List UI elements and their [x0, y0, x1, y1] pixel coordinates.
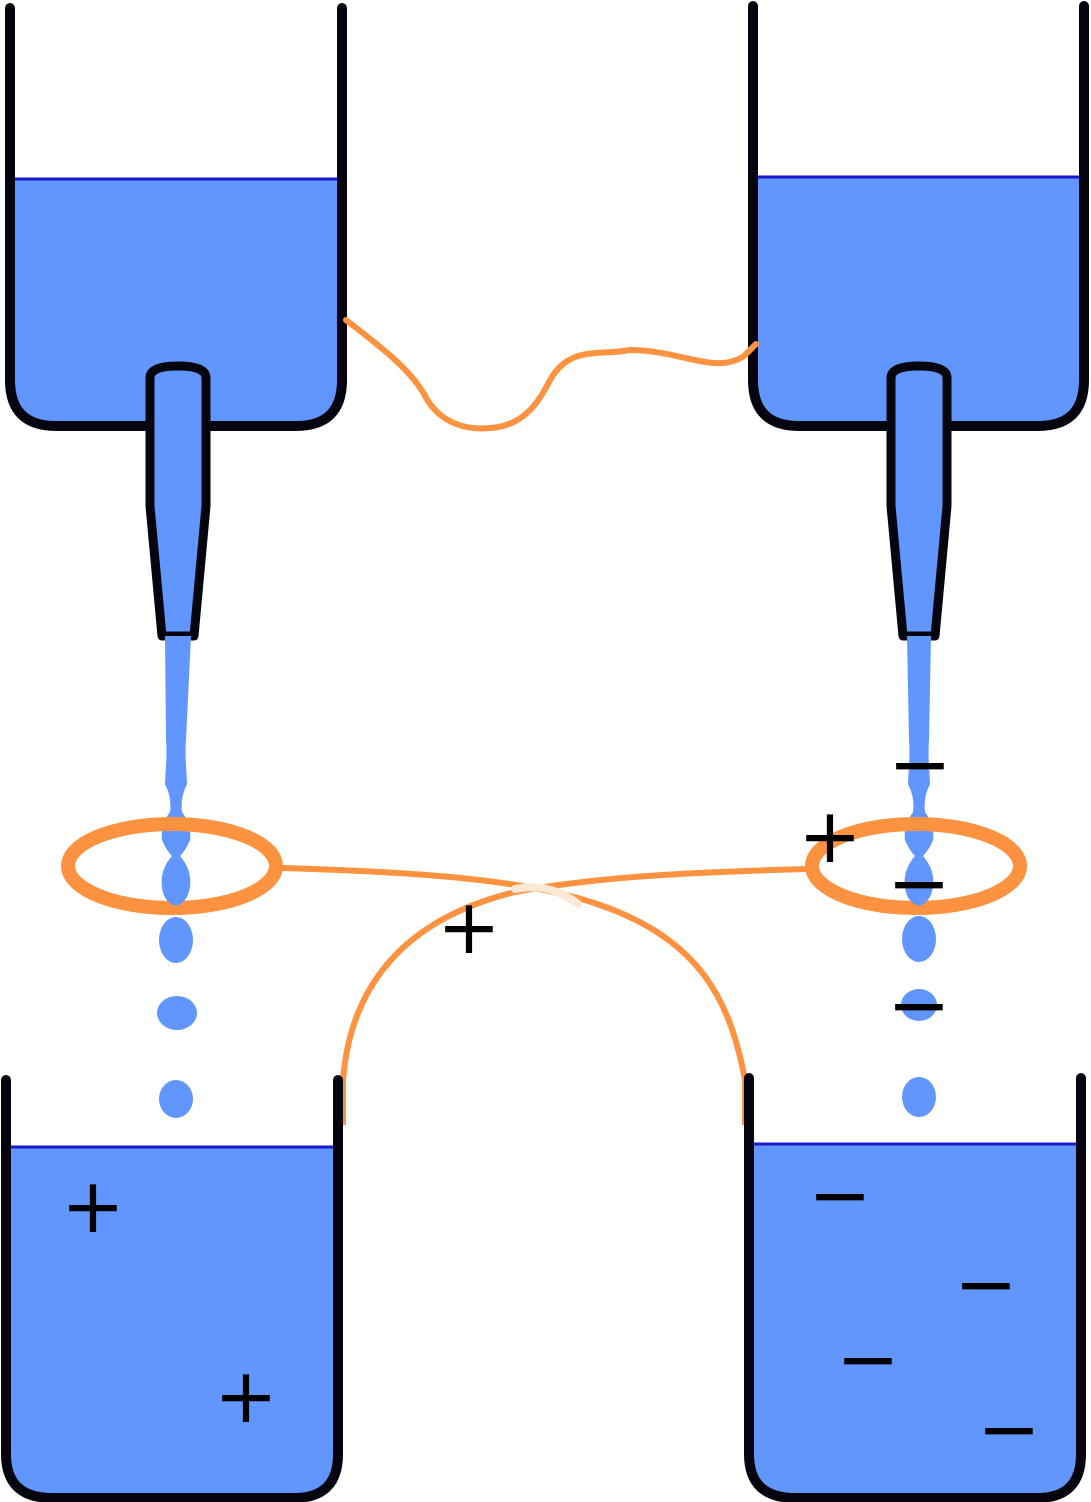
left-water-stream [161, 636, 191, 906]
right-nozzle-tube [886, 361, 952, 641]
positive-charge-mark: + [798, 791, 862, 880]
lower-left-bucket [1, 1075, 343, 1502]
positive-charge-mark: + [214, 1351, 278, 1440]
right-stream-front [904, 856, 934, 906]
droplet [901, 989, 937, 1021]
left-nozzle-tube [145, 361, 211, 641]
positive-charge-mark: + [61, 1161, 125, 1250]
droplet [159, 917, 193, 963]
negative-charge-mark: − [887, 960, 951, 1049]
left-stream-front [161, 856, 191, 906]
positive-charges: + + + + [61, 791, 862, 1440]
positive-charge-mark: + [437, 882, 501, 971]
upper-right-water [755, 176, 1082, 424]
wire-right-ring-to-left-bucket [340, 866, 807, 1125]
lower-right-water [752, 1143, 1078, 1496]
negative-charge-mark: − [888, 719, 952, 808]
left-nozzle [145, 361, 211, 906]
left-droplets [157, 917, 197, 1118]
droplet [157, 996, 197, 1030]
negative-charge-mark: − [887, 838, 951, 927]
left-induction-ring [61, 817, 283, 915]
cross-wires [281, 865, 807, 1125]
negative-charge-mark: − [977, 1384, 1041, 1473]
negative-charges: − − − − − − − [808, 719, 1041, 1473]
right-nozzle [886, 361, 952, 906]
right-water-stream [904, 636, 934, 906]
lower-left-bucket-outline [1, 1075, 343, 1502]
wire-crossing-highlight [511, 883, 582, 908]
upper-connecting-wire [343, 317, 759, 432]
lower-right-bucket-outline [744, 1073, 1086, 1502]
negative-charge-mark: − [836, 1314, 900, 1403]
right-droplets [901, 916, 937, 1117]
droplet [902, 916, 936, 962]
negative-charge-mark: − [954, 1239, 1018, 1328]
right-induction-ring [805, 817, 1027, 915]
droplet [159, 1080, 193, 1118]
lower-right-bucket [744, 1073, 1086, 1502]
lower-left-water [10, 1146, 336, 1496]
negative-charge-mark: − [808, 1150, 872, 1239]
wire-left-ring-to-right-bucket [281, 865, 748, 1125]
upper-left-water [12, 178, 340, 424]
droplet [902, 1077, 936, 1117]
